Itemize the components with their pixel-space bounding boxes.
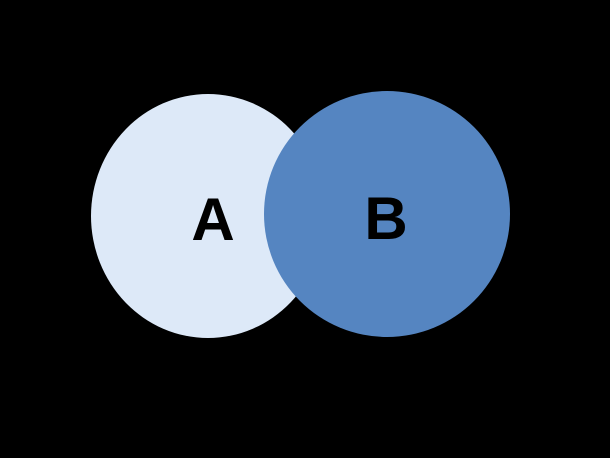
set-b-circle: B [264, 91, 510, 337]
set-b-label: B [364, 185, 408, 252]
set-a-label: A [191, 186, 235, 253]
